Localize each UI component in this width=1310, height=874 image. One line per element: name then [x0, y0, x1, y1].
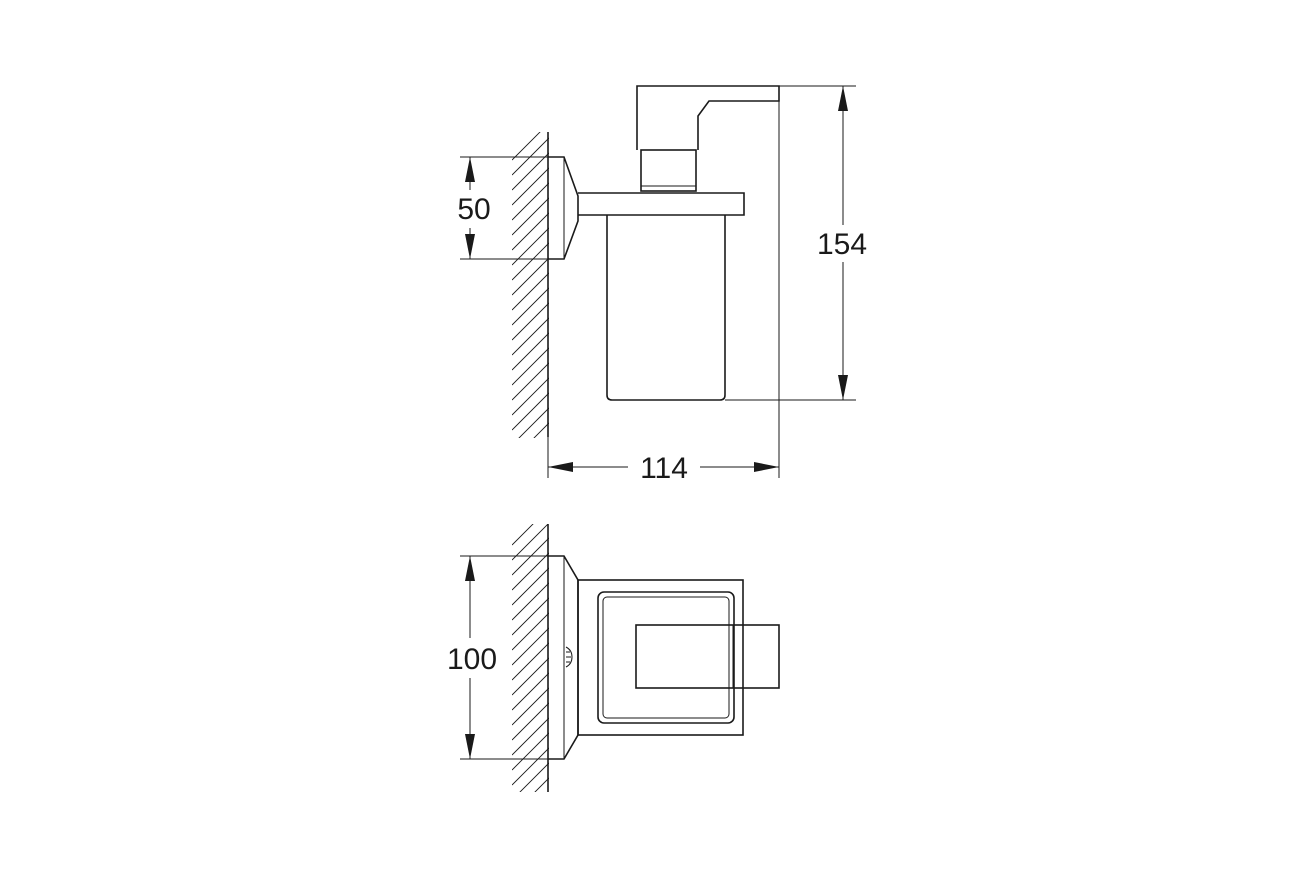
- dimension-backplate: 50: [457, 156, 548, 260]
- wall-plate-top: [548, 555, 579, 760]
- mounting-screw-icon: [565, 646, 573, 668]
- pump-head: [636, 85, 780, 150]
- side-view: 50 154 114: [457, 85, 867, 485]
- top-view: 100: [447, 524, 780, 792]
- wall-side: [512, 132, 549, 438]
- dimension-height: 154: [725, 85, 867, 401]
- holder-arm: [578, 192, 745, 216]
- dimension-width: 100: [447, 555, 548, 760]
- dimension-depth: 114: [547, 101, 780, 485]
- holder-outer-frame: [577, 579, 744, 736]
- wall-hatching-top: [512, 524, 549, 792]
- wall-top: [512, 524, 549, 792]
- wall-hatching: [512, 132, 549, 438]
- wall-plate-side: [548, 156, 579, 260]
- pump-neck: [640, 149, 697, 192]
- dimension-label-100: 100: [447, 643, 497, 676]
- holder-inner-ring: [597, 591, 735, 724]
- glass-container: [606, 215, 726, 401]
- dimension-label-154: 154: [817, 228, 867, 261]
- dimension-label-50: 50: [457, 193, 490, 226]
- pump-head-top: [635, 624, 780, 689]
- dimension-label-114: 114: [640, 452, 688, 485]
